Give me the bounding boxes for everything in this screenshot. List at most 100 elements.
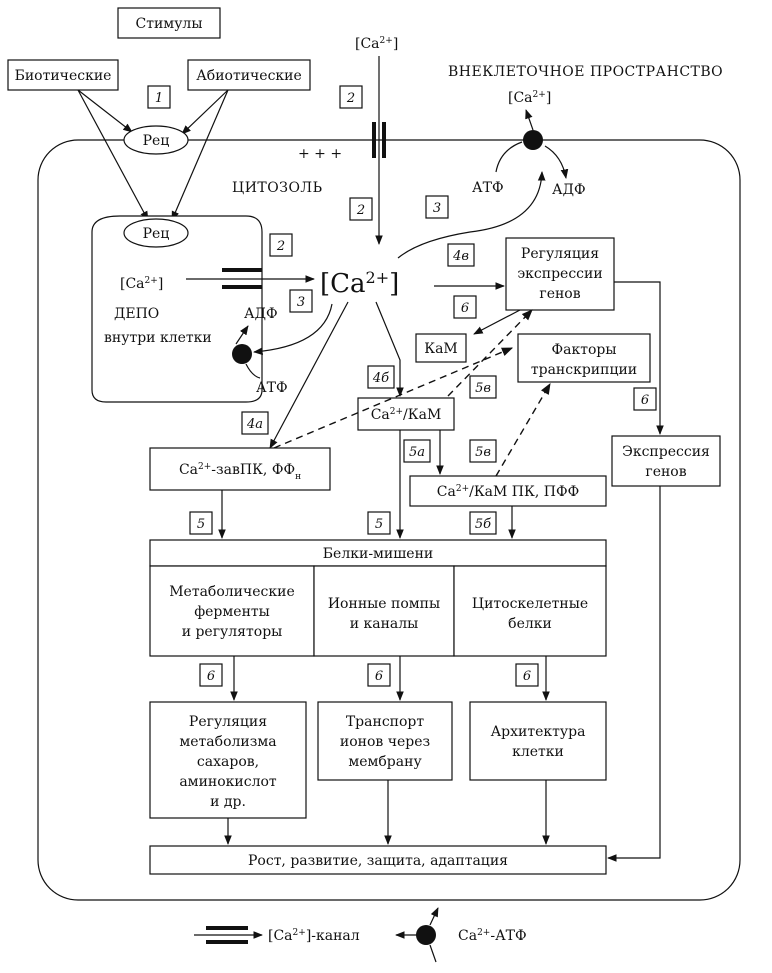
metabolic-enzymes-line3: и регуляторы [182,624,283,640]
legend-atpase-line-down [429,944,437,963]
metabolic-enzymes-line1: Метаболические [169,584,295,600]
ca-cam-box [357,397,455,431]
gene-regulation-box [505,237,615,311]
step-4b-label: 4б [372,371,389,386]
step-5a-label: 5а [409,445,425,460]
step-6-expression-label: 6 [641,393,649,408]
transcription-factors-line1: Факторы [552,342,617,358]
step-2-mid-label: 2 [356,203,365,218]
step-3-depot-label: 3 [297,295,305,310]
atpase-adp-out-arrow [544,145,569,179]
depot-adp-label: АДФ [244,306,278,322]
arrow-gene-reg-to-cam [473,309,521,335]
metabolism-regulation-line3: сахаров, [197,754,259,770]
legend-atpase-icon [416,925,436,945]
membrane-plus-charges: + + + [298,146,342,162]
biotic-box [7,59,119,91]
target-proteins-label: Белки-мишени [323,546,433,562]
step-6-mid-box [367,663,391,687]
step-2-mid-box [349,197,373,221]
legend-atpase-arrow-up [429,907,439,926]
ca-dependent-pk-box [149,447,331,491]
legend-atpase-label: Ca2+-АТФ [458,928,527,944]
cam-box [415,333,467,363]
gene-expression-box [611,435,721,487]
depot-ca-atpase-icon [232,344,252,364]
step-5b-label: 5б [475,517,491,532]
ca-cam-pk-label: Ca2+/КаМ ПК, ПФФ [437,484,579,500]
step-3-top-box [425,195,449,219]
gene-regulation-line2: экспрессии [517,266,602,282]
extracellular-space-label: ВНЕКЛЕТОЧНОЕ ПРОСТРАНСТВО [448,64,723,80]
step-6-cam-box [453,295,477,319]
ca-extracellular-top-label: [Ca2+] [355,36,398,52]
membrane-receptor [123,125,189,155]
step-4a-label: 4а [246,417,263,432]
arrow-ca-to-ca-cam [375,301,404,397]
step-5v-upper-label: 5в [475,381,491,396]
arrow-ca-to-depot-pump [253,303,333,356]
atpase-atp-in-line [495,141,523,173]
step-3-depot-box [289,289,313,313]
biotic-label: Биотические [15,68,112,84]
ca-extracellular-right-label: [Ca2+] [508,90,551,106]
gene-regulation-line1: Регуляция [521,246,599,262]
abiotic-box [187,59,311,91]
step-6-left-label: 6 [207,669,215,684]
membrane-receptor-label: Рец [143,133,170,149]
metabolism-regulation-box [149,701,307,819]
metabolism-regulation-line5: и др. [210,794,246,810]
step-6-expression-box [633,387,657,411]
cytoskeletal-line1: Цитоскелетные [472,596,588,612]
step-4b-box [367,365,395,389]
gene-expression-line1: Экспрессия [622,444,710,460]
step-5-left-label: 5 [197,517,205,532]
depot-organelle [91,215,263,403]
metabolic-enzymes-line2: ферменты [194,604,270,620]
metabolic-enzymes-box [149,565,315,657]
membrane-atp-label: АТФ [472,180,504,196]
metabolism-regulation-line4: аминокислот [179,774,277,790]
ion-transport-line2: ионов через [340,734,430,750]
cell-architecture-box [469,701,607,781]
arrow-abiotic-to-membrane-receptor [181,89,229,135]
step-4v-label: 4в [452,249,469,264]
step-4v-box [447,243,475,267]
transcription-factors-box [517,333,651,383]
cam-label: КаМ [424,341,458,357]
step-5b-box [469,511,497,535]
cell-architecture-line1: Архитектура [491,724,586,740]
stimuli-box [117,7,221,39]
step-2-depot-box [269,233,293,257]
step-5-left-box [189,511,213,535]
gene-regulation-line3: генов [539,286,580,302]
depot-label-line1: ДЕПО [114,306,159,322]
cell-architecture-line2: клетки [512,744,564,760]
step-5a-box [403,439,431,463]
cell-membrane [37,139,741,901]
step-5v-upper-box [469,375,497,399]
step-6-right-box [515,663,539,687]
step-6-right-label: 6 [523,669,531,684]
arrow-biotic-to-depot-receptor [77,89,149,221]
metabolism-regulation-line1: Регуляция [189,714,267,730]
ion-transport-box [317,701,453,781]
legend-channel-label: [Ca2+]-канал [268,928,360,944]
arrow-biotic-to-membrane-receptor [77,89,133,133]
step-2-top-label: 2 [346,91,355,106]
depot-atpase-adp-arrow [235,325,249,345]
step-3-top-label: 3 [433,201,441,216]
ca-depot-label: [Ca2+] [120,276,163,292]
ca-dependent-pk-label: Ca2+-завПК, ФФн [179,462,301,482]
arrow-abiotic-to-depot-receptor [171,89,229,221]
cytoskeletal-line2: белки [508,616,552,632]
depot-receptor [123,218,189,248]
ion-transport-line3: мембрану [348,754,422,770]
target-proteins-header [149,539,607,567]
ca-cam-pk-box [409,475,607,507]
growth-development-label: Рост, развитие, защита, адаптация [248,853,508,869]
membrane-ca-atpase-icon [523,130,543,150]
cytosol-label: ЦИТОЗОЛЬ [232,180,323,196]
step-2-depot-label: 2 [276,239,285,254]
depot-atpase-atp-line [245,363,261,379]
